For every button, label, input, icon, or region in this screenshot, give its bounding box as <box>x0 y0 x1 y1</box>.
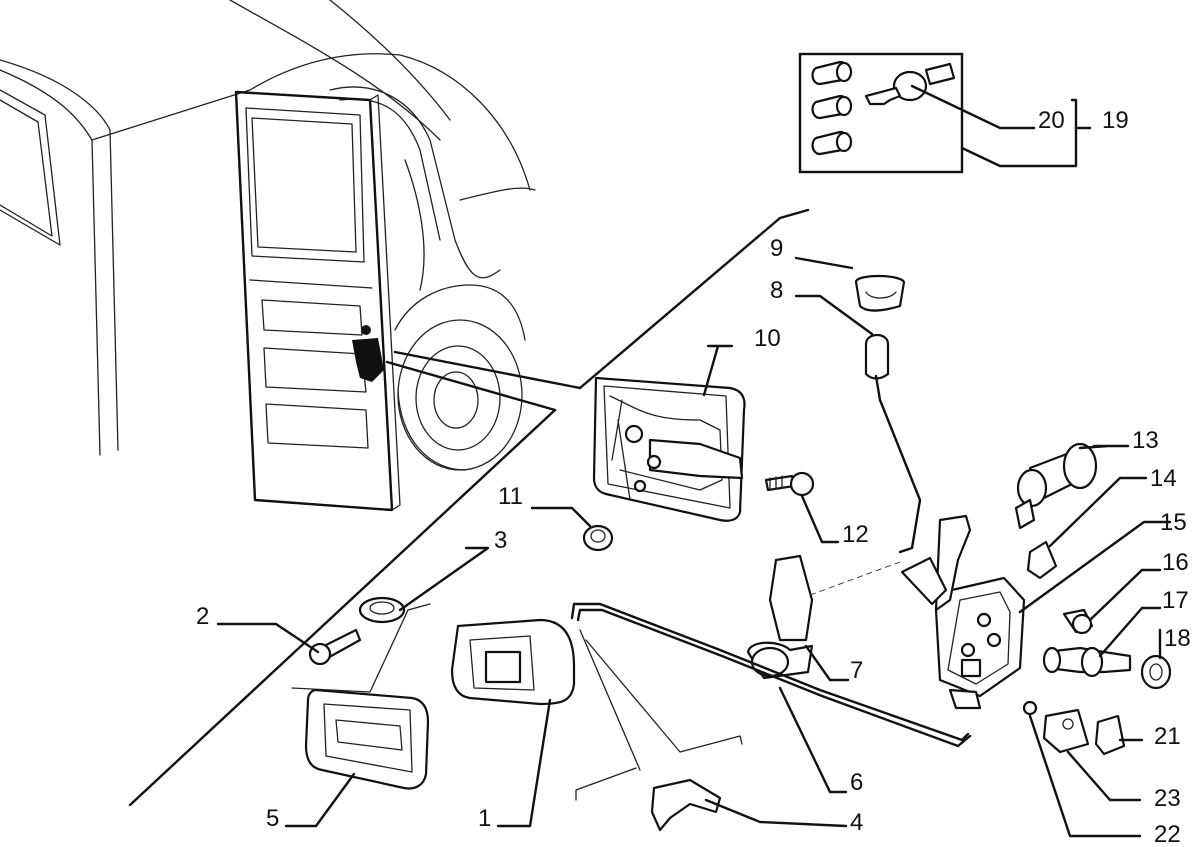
handle-bracket <box>650 778 722 832</box>
label-21: 21 <box>1154 723 1181 750</box>
label-11: 11 <box>498 483 523 510</box>
screw-2 <box>308 628 362 666</box>
outer-handle <box>450 618 576 706</box>
pin <box>1022 700 1038 716</box>
label-22: 22 <box>1154 821 1181 847</box>
label-3: 3 <box>494 527 507 554</box>
label-5: 5 <box>266 805 279 832</box>
label-14: 14 <box>1150 465 1177 492</box>
leader-lines <box>216 256 1172 838</box>
door-lock-panel <box>592 376 746 522</box>
lock-cylinder <box>1014 442 1098 530</box>
callout-line <box>393 350 582 390</box>
label-8: 8 <box>770 277 783 304</box>
callout-line <box>385 360 557 412</box>
label-10: 10 <box>754 325 781 352</box>
washer <box>1140 654 1172 690</box>
lock-rod <box>864 333 922 554</box>
key-icon <box>864 62 956 106</box>
screw <box>764 471 815 497</box>
small-screw <box>1062 608 1094 635</box>
inner-handle <box>304 688 430 790</box>
label-20: 20 <box>1038 107 1065 134</box>
label-15: 15 <box>1160 509 1187 536</box>
label-4: 4 <box>850 809 863 836</box>
label-6: 6 <box>850 769 863 796</box>
label-18: 18 <box>1164 625 1191 652</box>
label-12: 12 <box>842 521 869 548</box>
label-2: 2 <box>196 603 209 630</box>
callout-line <box>578 208 810 390</box>
label-23: 23 <box>1154 785 1181 812</box>
hinge-bracket <box>1042 708 1090 754</box>
label-13: 13 <box>1132 427 1159 454</box>
striker-bolt <box>1042 646 1132 678</box>
escutcheon <box>358 596 406 624</box>
striker-plate <box>1094 714 1126 756</box>
label-19: 19 <box>1102 107 1129 134</box>
door-lock-mechanism <box>900 514 1026 710</box>
long-rod <box>570 602 970 742</box>
label-17: 17 <box>1162 587 1189 614</box>
lock-button <box>854 274 906 312</box>
label-16: 16 <box>1162 549 1189 576</box>
lock-cylinder-kit-icon <box>798 52 964 174</box>
clip <box>1026 540 1058 580</box>
van-body-icon <box>0 0 536 512</box>
label-1: 1 <box>478 805 491 832</box>
callout-line <box>128 408 557 807</box>
grommet <box>582 524 614 552</box>
label-7: 7 <box>850 657 863 684</box>
label-9: 9 <box>770 235 783 262</box>
linkage <box>746 554 814 680</box>
